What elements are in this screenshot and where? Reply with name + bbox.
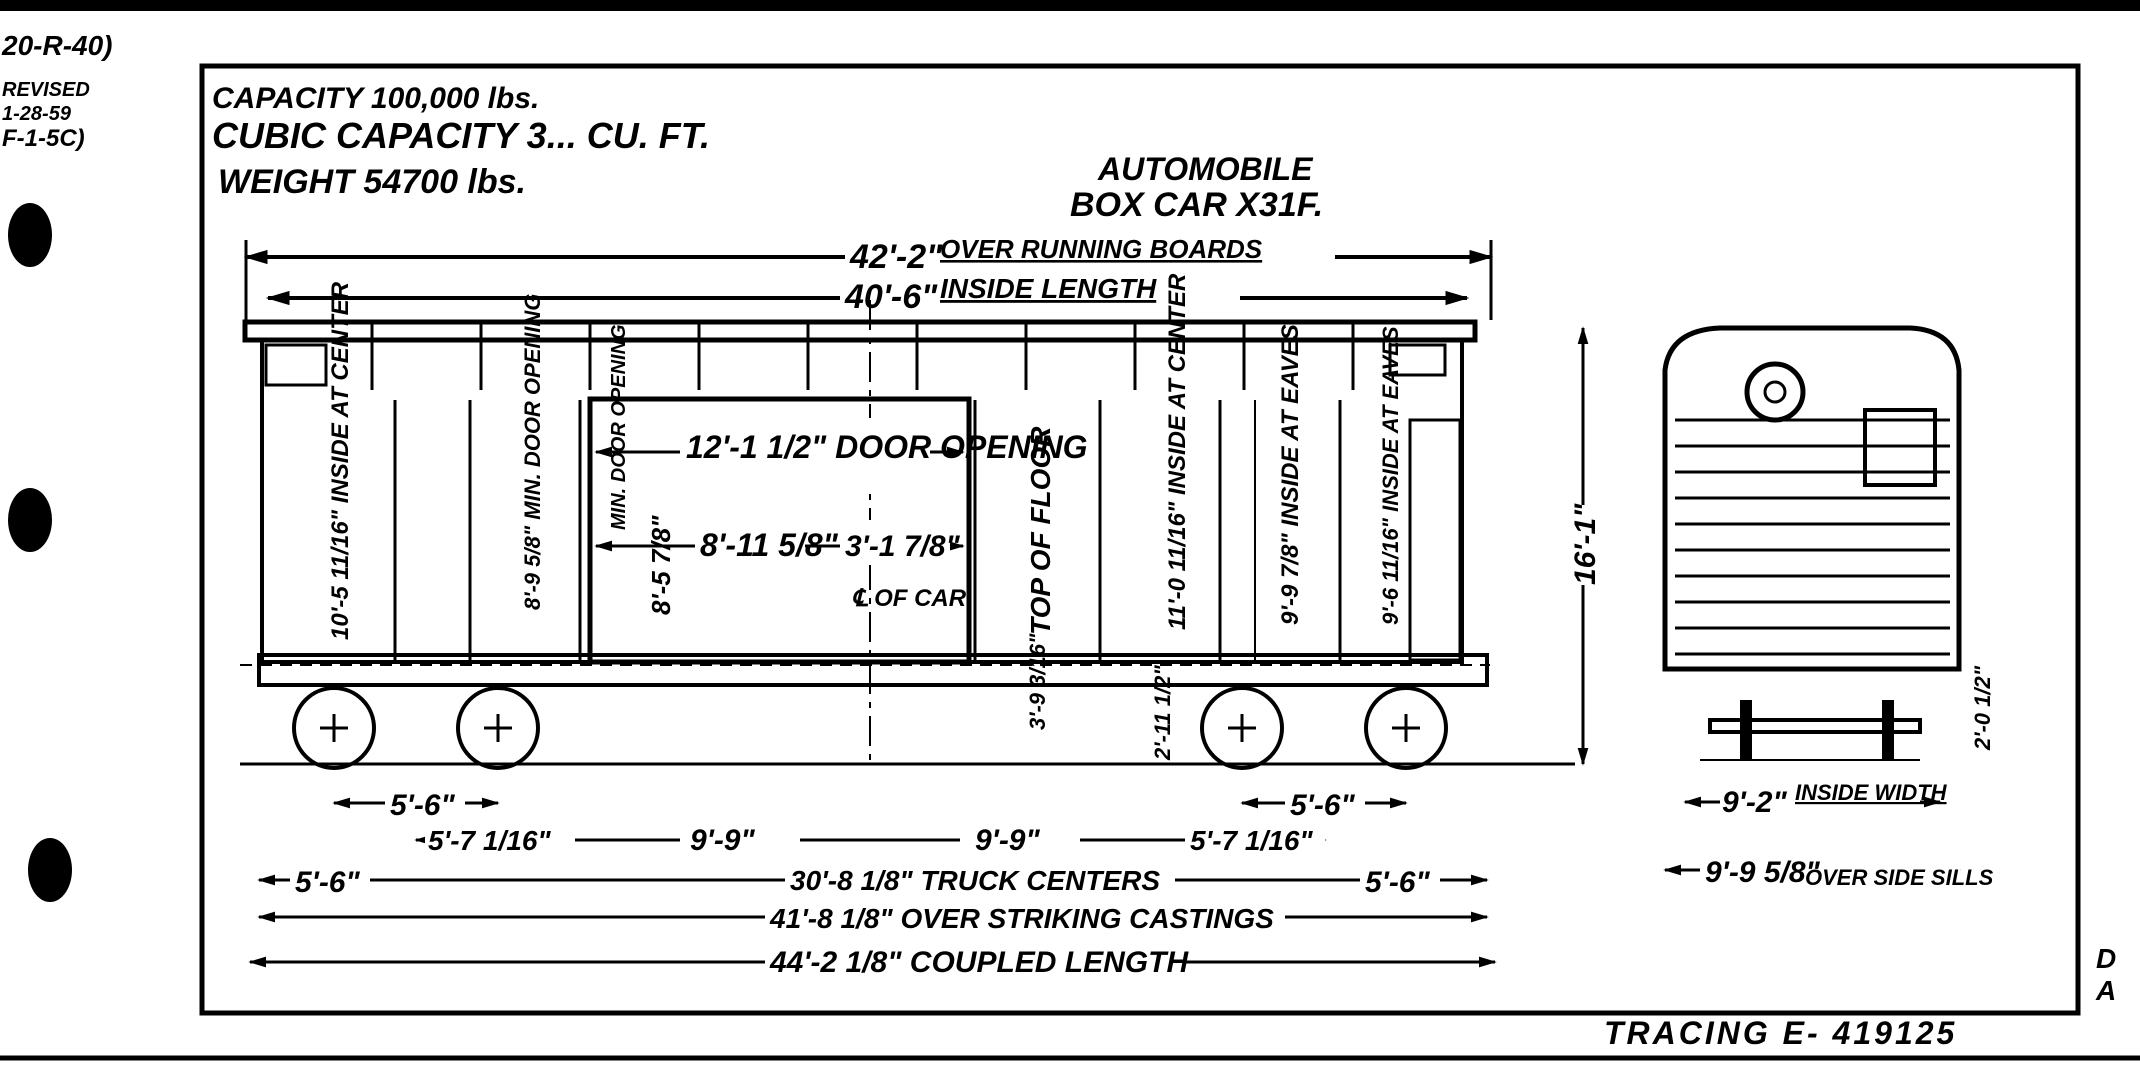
ladder bbox=[1408, 418, 1462, 662]
striking-castings-dim: 41'-8 1/8" OVER STRIKING CASTINGS bbox=[769, 903, 1274, 934]
wheel bbox=[456, 686, 540, 770]
end-sill-height-dim: 2'-0 1/2" bbox=[1970, 665, 1995, 751]
margin-note: 1-28-59 bbox=[2, 103, 72, 125]
dim-text: 5'-6" bbox=[390, 789, 455, 822]
side-elevation bbox=[240, 300, 1575, 770]
running-boards-label: OVER RUNNING BOARDS bbox=[940, 234, 1263, 264]
min-door-label: MIN. DOOR OPENING bbox=[608, 324, 630, 530]
weight-text: WEIGHT 54700 lbs. bbox=[218, 163, 526, 201]
truck-centers-dim: 30'-8 1/8" TRUCK CENTERS bbox=[790, 865, 1160, 896]
title-line1: AUTOMOBILE bbox=[1097, 151, 1314, 187]
door-opening-dim: 12'-1 1/2" DOOR OPENING bbox=[686, 429, 1088, 465]
inside-eaves-dim: 9'-9 7/8" INSIDE AT EAVES bbox=[1277, 324, 1304, 625]
margin-note: F-1-5C) bbox=[2, 125, 85, 152]
wheel bbox=[1200, 686, 1284, 770]
dim-text: 9'-9" bbox=[975, 824, 1040, 857]
dim-text: 5'-7 1/16" bbox=[1190, 825, 1313, 856]
wheel bbox=[292, 686, 376, 770]
side-sills-value: 9'-9 5/8" bbox=[1705, 856, 1821, 889]
inside-eaves-dim-2: 9'-6 11/16" INSIDE AT EAVES bbox=[1378, 326, 1403, 625]
dim-text: 5'-6" bbox=[295, 866, 360, 899]
top-border bbox=[0, 0, 2140, 11]
door-right-dim: 3'-1 7/8" bbox=[845, 530, 961, 563]
corner-mark: A bbox=[2095, 975, 2116, 1006]
side-sills-label: OVER SIDE SILLS bbox=[1805, 865, 1994, 890]
axle bbox=[1708, 718, 1922, 734]
centerline-label: ℄ OF CAR bbox=[852, 585, 967, 612]
dim-text: 9'-9" bbox=[690, 824, 755, 857]
min-door-dim-2: 8'-5 7/8" bbox=[646, 515, 676, 615]
inside-center-dim-2: 11'-0 11/16" INSIDE AT CENTER bbox=[1164, 273, 1191, 630]
drawing-frame bbox=[199, 63, 2081, 1016]
dim-text: 5'-7 1/16" bbox=[428, 825, 551, 856]
margin-notes: 20-R-40) REVISED 1-28-59 F-1-5C) bbox=[1, 30, 112, 152]
inside-center-dim: 10'-5 11/16" INSIDE AT CENTER bbox=[327, 281, 354, 640]
brake-wheel bbox=[1744, 361, 1806, 423]
dim-text: 5'-6" bbox=[1290, 789, 1355, 822]
wheel bbox=[1364, 686, 1448, 770]
end-elevation: 9'-2" INSIDE WIDTH 9'-9 5/8" OVER SIDE S… bbox=[1662, 325, 1994, 898]
title-line2: BOX CAR X31F. bbox=[1070, 186, 1323, 224]
dim-text: 5'-6" bbox=[1365, 866, 1430, 899]
cubic-capacity-text: CUBIC CAPACITY 3... CU. FT. bbox=[212, 115, 710, 156]
top-of-floor-label: TOP OF FLOOR bbox=[1025, 426, 1056, 635]
punch-hole bbox=[8, 488, 52, 552]
door-left-dim: 8'-11 5/8" bbox=[700, 527, 839, 563]
vertical-dimensions: 10'-5 11/16" INSIDE AT CENTER 8'-9 5/8" … bbox=[327, 273, 1995, 766]
corner-mark: D bbox=[2096, 943, 2116, 974]
coupled-length-dim: 44'-2 1/8" COUPLED LENGTH bbox=[769, 946, 1189, 979]
margin-note: REVISED bbox=[2, 79, 90, 101]
punch-hole bbox=[28, 838, 72, 902]
floor-height-dim: 3'-9 3/16" bbox=[1025, 633, 1050, 730]
min-door-dim-1: 8'-9 5/8" MIN. DOOR OPENING bbox=[520, 294, 545, 610]
door-outline bbox=[587, 396, 972, 665]
sill-height-dim: 2'-11 1/2" bbox=[1150, 665, 1175, 761]
margin-note: 20-R-40) bbox=[1, 30, 112, 61]
inside-width-label: INSIDE WIDTH bbox=[1795, 780, 1948, 805]
capacity-text: CAPACITY 100,000 lbs. bbox=[212, 82, 539, 115]
overall-height-dim: 16'-1" bbox=[1569, 503, 1602, 585]
bottom-dimensions: 5'-6" 5'-6" 5'-7 1/16" 9'-9" 9'-9" 5'-7 … bbox=[248, 785, 1497, 980]
inside-length-label: INSIDE LENGTH bbox=[940, 273, 1157, 304]
inside-length-value: 40'-6" bbox=[844, 278, 938, 316]
inside-width-value: 9'-2" bbox=[1722, 786, 1787, 819]
punch-hole bbox=[8, 203, 52, 267]
tracing-number: TRACING E- 419125 bbox=[1604, 1015, 1957, 1051]
